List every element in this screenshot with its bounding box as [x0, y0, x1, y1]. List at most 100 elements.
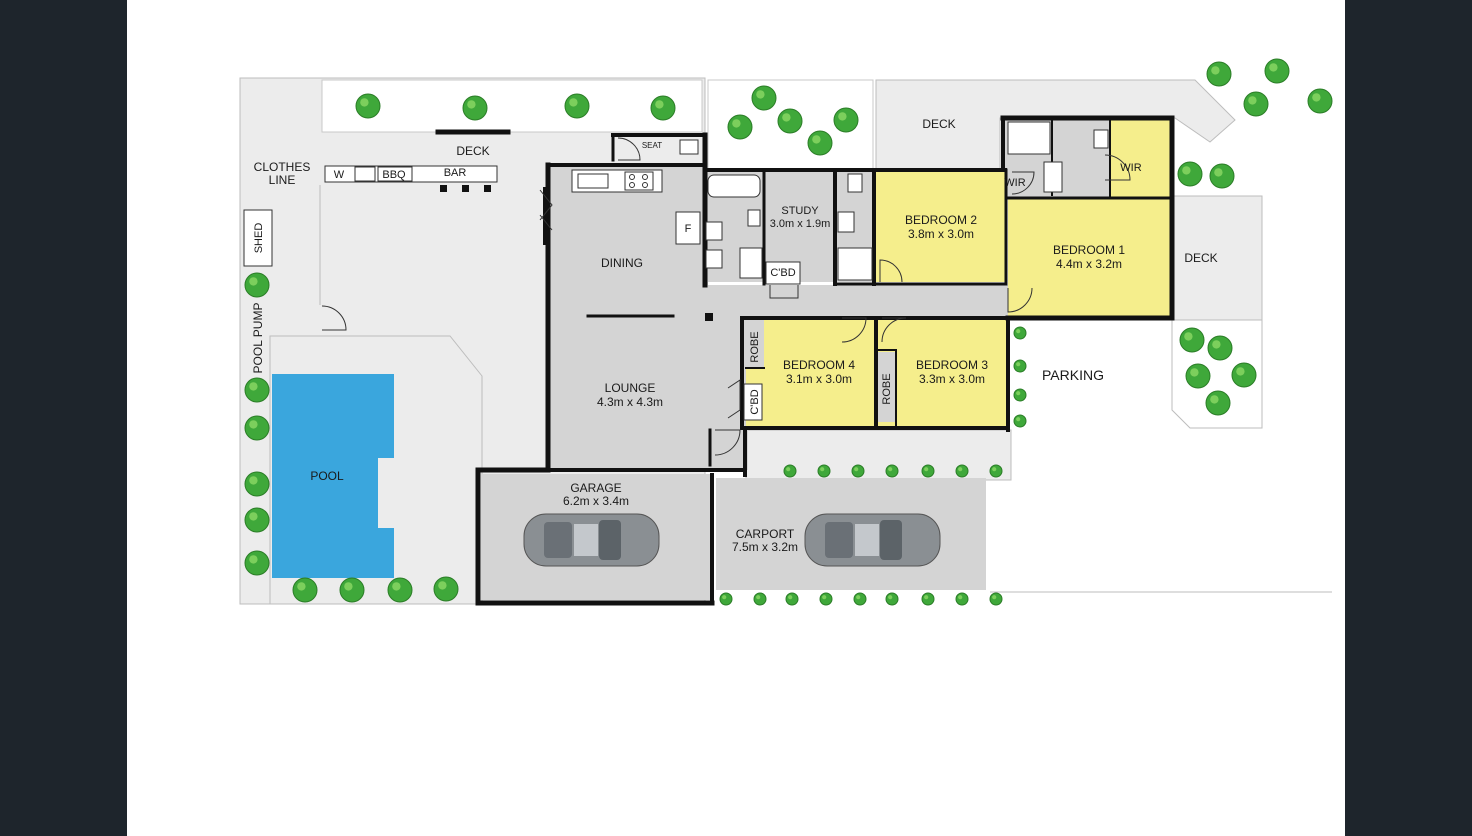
- shrub: [719, 592, 733, 606]
- bedroom1-floor: [1008, 120, 1170, 318]
- hallway-floor: [700, 285, 1010, 317]
- garage-car: [523, 513, 660, 567]
- shrub: [753, 592, 767, 606]
- shrub-highlight: [249, 382, 258, 391]
- shrub-highlight: [1312, 93, 1321, 102]
- shrub-highlight: [1016, 417, 1021, 422]
- shrub: [244, 550, 270, 576]
- shrub-highlight: [1236, 367, 1245, 376]
- cbd-hall-box: [743, 383, 763, 421]
- shrub: [1179, 327, 1205, 353]
- shrub-highlight: [924, 595, 929, 600]
- toilet-1: [747, 209, 761, 227]
- shrub-highlight: [788, 595, 793, 600]
- shrub: [833, 107, 859, 133]
- wir-right-label: WIR: [1120, 162, 1141, 174]
- shrub-highlight: [992, 467, 997, 472]
- shrub: [727, 114, 753, 140]
- shed-label: SHED: [253, 223, 265, 254]
- toilet-ensuite: [847, 173, 863, 193]
- shrub-highlight: [1211, 66, 1220, 75]
- shrub: [1013, 359, 1027, 373]
- shrub-highlight: [392, 582, 401, 591]
- pool-pump-label: POOL PUMP: [251, 303, 265, 374]
- shrub: [1205, 390, 1231, 416]
- shrub: [1207, 335, 1233, 361]
- shrub: [921, 592, 935, 606]
- lounge-floor: [548, 310, 748, 470]
- shrub: [751, 85, 777, 111]
- bedroom2-label: BEDROOM 2: [905, 213, 977, 227]
- robe4-floor: [746, 318, 764, 368]
- toilet-right: [1093, 129, 1109, 149]
- study-label: STUDY: [781, 205, 819, 217]
- shrub: [244, 471, 270, 497]
- room-labels: CLOTHES LINE DECK SEAT W BBQ BAR SHED PO…: [251, 117, 1218, 554]
- shrub-highlight: [1184, 332, 1193, 341]
- bedroom4-label: BEDROOM 4: [783, 358, 855, 372]
- parking-label: PARKING: [1042, 367, 1104, 383]
- cbd-study-label: C'BD: [770, 267, 795, 279]
- shrub: [783, 464, 797, 478]
- lounge-label: LOUNGE: [605, 381, 656, 395]
- shrub: [817, 464, 831, 478]
- doors: [321, 137, 1131, 456]
- carport-car: [804, 513, 941, 567]
- bedroom3-label: BEDROOM 3: [916, 358, 988, 372]
- basin-1: [705, 221, 723, 241]
- shrub: [955, 464, 969, 478]
- shrub-highlight: [438, 581, 447, 590]
- bedroom2-size: 3.8m x 3.0m: [908, 227, 974, 241]
- shrub: [955, 592, 969, 606]
- fixtures: [243, 121, 1109, 421]
- bedroom2-floor: [876, 172, 1006, 282]
- shrub-highlight: [249, 420, 258, 429]
- bedroom3-floor: [876, 318, 1008, 428]
- shrub: [564, 93, 590, 119]
- shrub: [921, 464, 935, 478]
- garage-label: GARAGE: [570, 481, 621, 495]
- shrub-highlight: [360, 98, 369, 107]
- cbd-box: [765, 261, 801, 285]
- bedroom1-size: 4.4m x 3.2m: [1056, 257, 1122, 271]
- clothes-line-label-2: LINE: [269, 173, 296, 187]
- shrub-highlight: [854, 467, 859, 472]
- column: [705, 313, 713, 321]
- sink-outdoor: [354, 166, 376, 182]
- shrub-highlight: [1210, 395, 1219, 404]
- shrub: [1013, 388, 1027, 402]
- robe3-floor: [878, 352, 896, 422]
- bar-label: BAR: [444, 167, 467, 179]
- shrub: [1264, 58, 1290, 84]
- shrub-highlight: [249, 555, 258, 564]
- lounge-size: 4.3m x 4.3m: [597, 395, 663, 409]
- shrub: [885, 592, 899, 606]
- shrub: [1013, 326, 1027, 340]
- shrub-highlight: [992, 595, 997, 600]
- shrub-highlight: [1248, 96, 1257, 105]
- shrub: [244, 507, 270, 533]
- shrub-highlight: [1212, 340, 1221, 349]
- bedroom4-size: 3.1m x 3.0m: [786, 372, 852, 386]
- shrub-highlight: [782, 113, 791, 122]
- cbd-hall-label: C'BD: [749, 389, 761, 414]
- shrub: [244, 415, 270, 441]
- deck-label-center: DECK: [922, 117, 955, 131]
- shower-right: [1007, 121, 1051, 155]
- shrub-highlight: [958, 467, 963, 472]
- walls: [435, 115, 1175, 606]
- shrub-highlight: [732, 119, 741, 128]
- shrub-highlight: [1016, 391, 1021, 396]
- bbq-label: BBQ: [382, 169, 406, 181]
- shrub-highlight: [820, 467, 825, 472]
- kitchen-sink: [577, 173, 609, 189]
- shrub-highlight: [249, 476, 258, 485]
- carport-label: CARPORT: [736, 527, 795, 541]
- carport-size: 7.5m x 3.2m: [732, 540, 798, 554]
- bbq-box: [377, 166, 413, 182]
- shrub-highlight: [1182, 166, 1191, 175]
- shrub: [1243, 91, 1269, 117]
- shrub-highlight: [888, 467, 893, 472]
- pool-label: POOL: [310, 469, 344, 483]
- shrub-highlight: [812, 135, 821, 144]
